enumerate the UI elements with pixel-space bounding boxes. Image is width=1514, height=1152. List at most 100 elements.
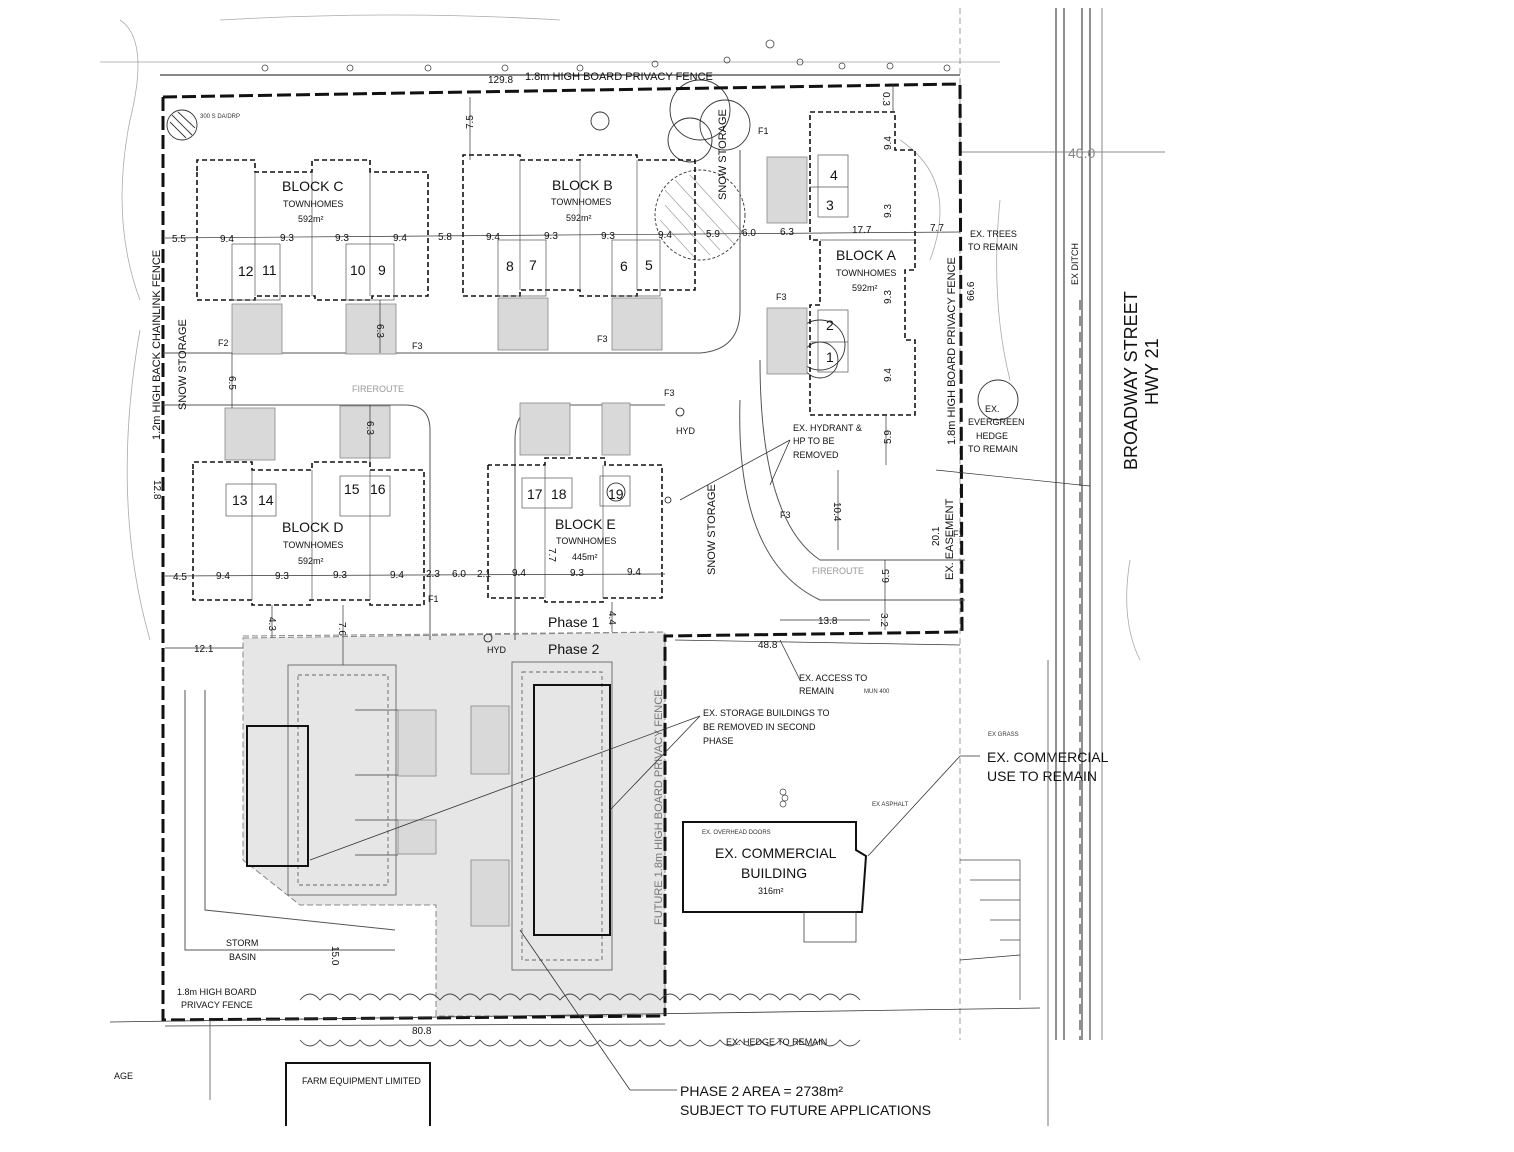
svg-text:EX. ACCESS TO: EX. ACCESS TO bbox=[799, 673, 867, 683]
block-c-area: 592m² bbox=[298, 214, 324, 224]
block-c-type: TOWNHOMES bbox=[283, 199, 343, 209]
unit-5: 5 bbox=[645, 257, 653, 273]
dim-9-4-c2: 9.4 bbox=[393, 233, 407, 244]
hyd-label-1: HYD bbox=[676, 426, 696, 436]
block-b-area: 592m² bbox=[566, 213, 592, 223]
dim-80-8: 80.8 bbox=[412, 1026, 432, 1037]
phase2-label: Phase 2 bbox=[548, 641, 600, 657]
dim-9-4-a1: 9.4 bbox=[883, 136, 894, 150]
top-fence bbox=[100, 61, 1000, 76]
dim-20-1: 20.1 bbox=[931, 526, 942, 546]
unit-13: 13 bbox=[232, 492, 248, 508]
dim-9-4-e2: 9.4 bbox=[627, 567, 641, 578]
dim-9-3-c1: 9.3 bbox=[280, 233, 294, 244]
phase2-area-label: PHASE 2 AREA = 2738m² bbox=[680, 1083, 843, 1099]
block-e-labels: BLOCK E TOWNHOMES 445m² 17 18 19 bbox=[527, 482, 626, 562]
fireroute-label-1: FIREROUTE bbox=[352, 384, 404, 394]
dim-7-6: 7.6 bbox=[336, 622, 347, 636]
marker-f1-c: F1 bbox=[953, 529, 964, 539]
tree-hatching bbox=[659, 174, 743, 259]
svg-text:SNOW STORAGE: SNOW STORAGE bbox=[717, 109, 729, 200]
dim-9-4-e1: 9.4 bbox=[512, 568, 526, 579]
driveways bbox=[163, 150, 965, 951]
phase2-subject-label: SUBJECT TO FUTURE APPLICATIONS bbox=[680, 1102, 931, 1118]
block-d-labels: BLOCK D TOWNHOMES 592m² 13 14 15 16 bbox=[232, 481, 386, 566]
dim-7-7-e: 7.7 bbox=[546, 548, 557, 562]
commercial-building-label-2: BUILDING bbox=[741, 865, 807, 881]
dim-9-4-d2: 9.4 bbox=[390, 570, 404, 581]
hedge-bottom-label: EX. HEDGE TO REMAIN bbox=[726, 1037, 827, 1047]
dim-6-5-b: 6.5 bbox=[881, 569, 892, 583]
dim-6-3-top: 6.3 bbox=[780, 227, 794, 238]
svg-text:EX.: EX. bbox=[985, 404, 1000, 414]
storm-label-1: STORM bbox=[226, 938, 258, 948]
commercial-building-area: 316m² bbox=[758, 886, 784, 896]
unit-19-circle bbox=[606, 482, 626, 502]
dim-3-2: 3.2 bbox=[878, 613, 889, 627]
commercial-building-annex bbox=[803, 911, 857, 943]
dimension-lines bbox=[164, 84, 1091, 1027]
dim-9-3-d1: 9.3 bbox=[275, 571, 289, 582]
block-d-area: 592m² bbox=[298, 556, 324, 566]
highway-lines bbox=[959, 8, 1103, 1040]
block-e-type: TOWNHOMES bbox=[556, 536, 616, 546]
block-b-labels: BLOCK B TOWNHOMES 592m² 8 7 6 5 bbox=[506, 177, 653, 274]
svg-text:EVERGREEN: EVERGREEN bbox=[968, 417, 1025, 427]
dim-12-8: 12.8 bbox=[151, 480, 162, 500]
dim-5-9: 5.9 bbox=[706, 229, 720, 240]
block-b-type: TOWNHOMES bbox=[551, 197, 611, 207]
dim-4-5: 4.5 bbox=[173, 572, 187, 583]
unit-15: 15 bbox=[344, 481, 360, 497]
block-e-area: 445m² bbox=[572, 552, 598, 562]
dim-6-5: 6.5 bbox=[226, 376, 237, 390]
block-c-name: BLOCK C bbox=[282, 178, 343, 194]
overhead-doors-label: EX. OVERHEAD DOORS bbox=[702, 830, 771, 836]
ex-ditch-label: EX DITCH bbox=[1070, 243, 1080, 285]
dim-5-5: 5.5 bbox=[172, 234, 186, 245]
dim-4-4: 4.4 bbox=[606, 611, 617, 625]
block-d-type: TOWNHOMES bbox=[283, 540, 343, 550]
unit-17: 17 bbox=[527, 486, 543, 502]
unit-19: 19 bbox=[608, 486, 624, 502]
marker-f3-b: F3 bbox=[597, 334, 608, 344]
unit-14: 14 bbox=[258, 492, 274, 508]
dim-9-3-a1: 9.3 bbox=[883, 204, 894, 218]
tree-symbols-top bbox=[261, 39, 951, 72]
block-a-name: BLOCK A bbox=[836, 247, 897, 263]
unit-11: 11 bbox=[262, 262, 277, 278]
bottom-fence-label-1: 1.8m HIGH BOARD bbox=[177, 987, 257, 997]
storm-label-2: BASIN bbox=[229, 952, 256, 962]
dim-10-4: 10.4 bbox=[831, 502, 842, 522]
dim-6-0-top: 6.0 bbox=[742, 228, 756, 239]
bottom-lot-line bbox=[109, 1007, 1041, 1023]
svg-text:EX. STORAGE BUILDINGS TO: EX. STORAGE BUILDINGS TO bbox=[703, 708, 830, 718]
dim-9-3-b1: 9.3 bbox=[544, 231, 558, 242]
unit-7: 7 bbox=[529, 257, 537, 273]
dim-6-3-d: 6.3 bbox=[364, 421, 375, 435]
svg-text:SNOW STORAGE: SNOW STORAGE bbox=[706, 484, 718, 575]
dim-0-3: 0.3 bbox=[880, 92, 891, 106]
svg-text:TO REMAIN: TO REMAIN bbox=[968, 444, 1018, 454]
unit-18: 18 bbox=[551, 486, 567, 502]
svg-text:PHASE: PHASE bbox=[703, 736, 734, 746]
dim-4-3: 4.3 bbox=[266, 617, 277, 631]
bollard-symbols bbox=[779, 788, 789, 808]
svg-text:HP TO BE: HP TO BE bbox=[793, 436, 835, 446]
phase1-label: Phase 1 bbox=[548, 614, 600, 630]
dim-7-7: 7.7 bbox=[930, 223, 944, 234]
commercial-building bbox=[682, 821, 868, 913]
ex-easement-label: EX. EASEMENT bbox=[944, 498, 956, 580]
dim-2-1: 2.1 bbox=[477, 569, 491, 580]
parking-stalls bbox=[960, 859, 1021, 1000]
dim-9-4-b2: 9.4 bbox=[658, 230, 672, 241]
ex-grass-label: EX GRASS bbox=[988, 732, 1019, 738]
svg-text:EX. HYDRANT &: EX. HYDRANT & bbox=[793, 423, 862, 433]
highway-name: HWY 21 bbox=[1142, 338, 1162, 405]
svg-text:HEDGE: HEDGE bbox=[976, 431, 1008, 441]
mun-label: MUN 400 bbox=[864, 689, 890, 695]
dim-15-0: 15.0 bbox=[329, 946, 340, 966]
svg-text:SNOW STORAGE: SNOW STORAGE bbox=[177, 319, 189, 410]
bottom-fence-label-2: PRIVACY FENCE bbox=[181, 1000, 253, 1010]
snow-storage-right: SNOW STORAGE bbox=[706, 484, 718, 575]
snow-storage-top: SNOW STORAGE bbox=[717, 109, 729, 200]
